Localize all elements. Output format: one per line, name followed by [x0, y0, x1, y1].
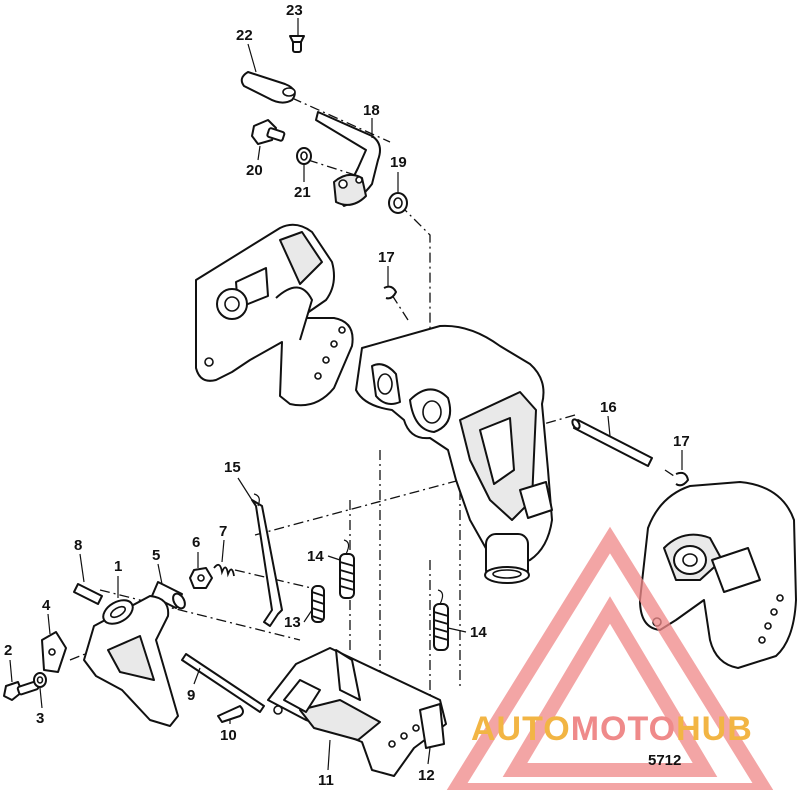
callout-9: 9: [187, 687, 195, 704]
callout-15: 15: [224, 459, 241, 476]
part-8-pin: [73, 583, 103, 605]
callout-19: 19: [390, 154, 407, 171]
part-12-pin: [419, 703, 445, 749]
part-15-rod: [251, 493, 283, 627]
watermark-inner-triangle-icon: [502, 596, 718, 777]
watermark-text-moto: MOTO: [571, 710, 676, 748]
part-19-washer: [388, 192, 408, 214]
part-18-lever: [315, 111, 381, 207]
callout-2: 2: [4, 642, 12, 659]
part-7-spring: [213, 563, 235, 578]
callout-21: 21: [294, 184, 311, 201]
callout-labels: 23 22 18 20 21 19 17 16 17 15 8 1 5 6 7 …: [4, 2, 690, 789]
part-22-knob: [240, 71, 296, 104]
part-1-tilt-lever: [83, 595, 179, 727]
part-21-washer: [296, 147, 312, 165]
part-9-pin: [181, 653, 265, 713]
swivel-bracket: [355, 324, 553, 584]
left-clamp-bracket: [195, 223, 354, 407]
part-17-clip-lower: [675, 471, 689, 487]
watermark-triangle-icon: [446, 526, 774, 790]
callout-8: 8: [74, 537, 82, 554]
part-5-sleeve: [151, 581, 186, 610]
callout-14-upper: 14: [307, 548, 324, 565]
part-14-spring-lower: [433, 589, 449, 651]
callout-11: 11: [318, 772, 334, 789]
callout-20: 20: [246, 162, 263, 179]
watermark-text: AUTOMOTOHUB: [471, 710, 753, 748]
callout-4: 4: [42, 597, 51, 614]
callout-10: 10: [220, 727, 237, 744]
callout-3: 3: [36, 710, 44, 727]
part-23-screw: [289, 35, 305, 53]
part-10-cotter-pin: [217, 705, 244, 723]
callout-1: 1: [114, 558, 122, 575]
callout-16: 16: [600, 399, 617, 416]
callout-5: 5: [152, 547, 160, 564]
part-3-washer: [33, 672, 47, 688]
callout-17-upper: 17: [378, 249, 395, 266]
part-11-tilt-support: [267, 647, 447, 777]
part-4-bracket: [41, 631, 67, 673]
part-17-clip-upper: [383, 285, 397, 300]
part-2-bolt: [3, 680, 40, 701]
callout-14-lower: 14: [470, 624, 487, 641]
callout-12: 12: [418, 767, 435, 784]
callout-13: 13: [284, 614, 301, 631]
part-6-nut: [189, 567, 213, 589]
callout-leaders: [9, 18, 683, 771]
watermark-logo: [446, 526, 774, 790]
right-clamp-bracket: [639, 481, 797, 669]
part-13-spring: [311, 585, 325, 623]
watermark-text-hub: HUB: [676, 710, 753, 748]
figure-number: 5712: [648, 752, 681, 769]
part-16-pin: [571, 418, 653, 467]
callout-6: 6: [192, 534, 200, 551]
callout-17-lower: 17: [673, 433, 690, 450]
watermark-text-auto: AUTO: [471, 710, 571, 748]
callout-7: 7: [219, 523, 227, 540]
callout-23: 23: [286, 2, 303, 19]
callout-18: 18: [363, 102, 380, 119]
part-14-spring-upper: [339, 539, 355, 599]
callout-22: 22: [236, 27, 253, 44]
part-20-bolt: [251, 119, 286, 145]
